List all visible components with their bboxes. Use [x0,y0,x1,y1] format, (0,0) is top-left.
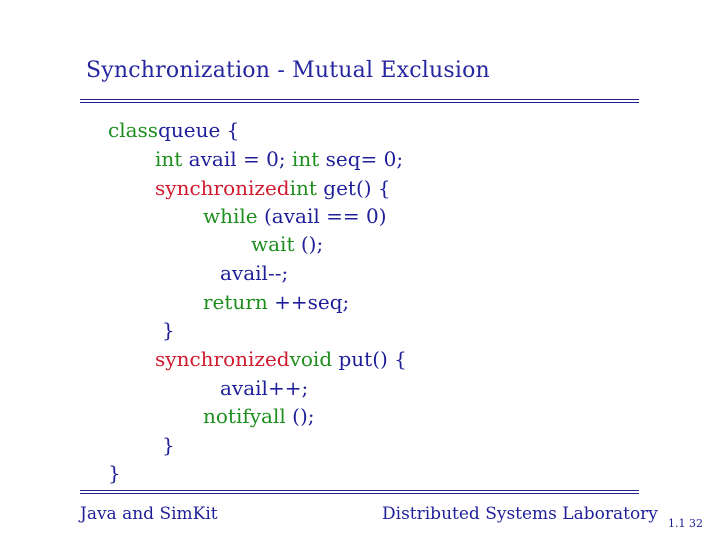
code-text: avail = 0; [182,147,292,171]
keyword-int: int [291,147,320,171]
footer-course: Java and SimKit [80,504,218,524]
code-text: (avail == 0) [257,204,387,228]
code-text: put() { [332,347,407,371]
keyword-synchronized: synchronized [155,347,290,371]
code-line-13: } [108,461,121,485]
code-line-10: avail++; [220,376,309,400]
code-line-9: synchronizedvoid put() { [155,347,407,371]
footer-lab: Distributed Systems Laboratory [382,504,658,524]
code-line-7: return ++seq; [203,290,349,314]
code-line-8: } [162,318,175,342]
code-line-12: } [162,433,175,457]
code-text: seq= 0; [319,147,404,171]
keyword-class: class [108,118,159,142]
top-double-rule [80,99,639,104]
bottom-double-rule [80,490,639,495]
keyword-while: while [203,204,258,228]
code-text: (); [294,232,324,256]
code-line-4: while (avail == 0) [203,204,387,228]
keyword-return: return [203,290,268,314]
keyword-void: void [289,347,333,371]
code-text: queue { [158,118,240,142]
code-line-11: notifyall (); [203,404,314,428]
code-line-1: classqueue { [108,118,239,142]
code-line-2: int avail = 0; int seq= 0; [155,147,403,171]
code-text: (); [285,404,315,428]
code-line-6: avail--; [220,261,289,285]
code-line-5: wait (); [251,232,323,256]
keyword-notifyall: notifyall [203,404,286,428]
keyword-wait: wait [251,232,295,256]
page-number: 1.1 32 [668,517,703,530]
keyword-int: int [289,176,317,200]
code-text: get() { [316,176,391,200]
code-line-3: synchronizedint get() { [155,176,391,200]
code-text: ++seq; [267,290,350,314]
keyword-synchronized: synchronized [155,176,290,200]
keyword-int: int [155,147,183,171]
slide-title: Synchronization - Mutual Exclusion [86,58,490,83]
